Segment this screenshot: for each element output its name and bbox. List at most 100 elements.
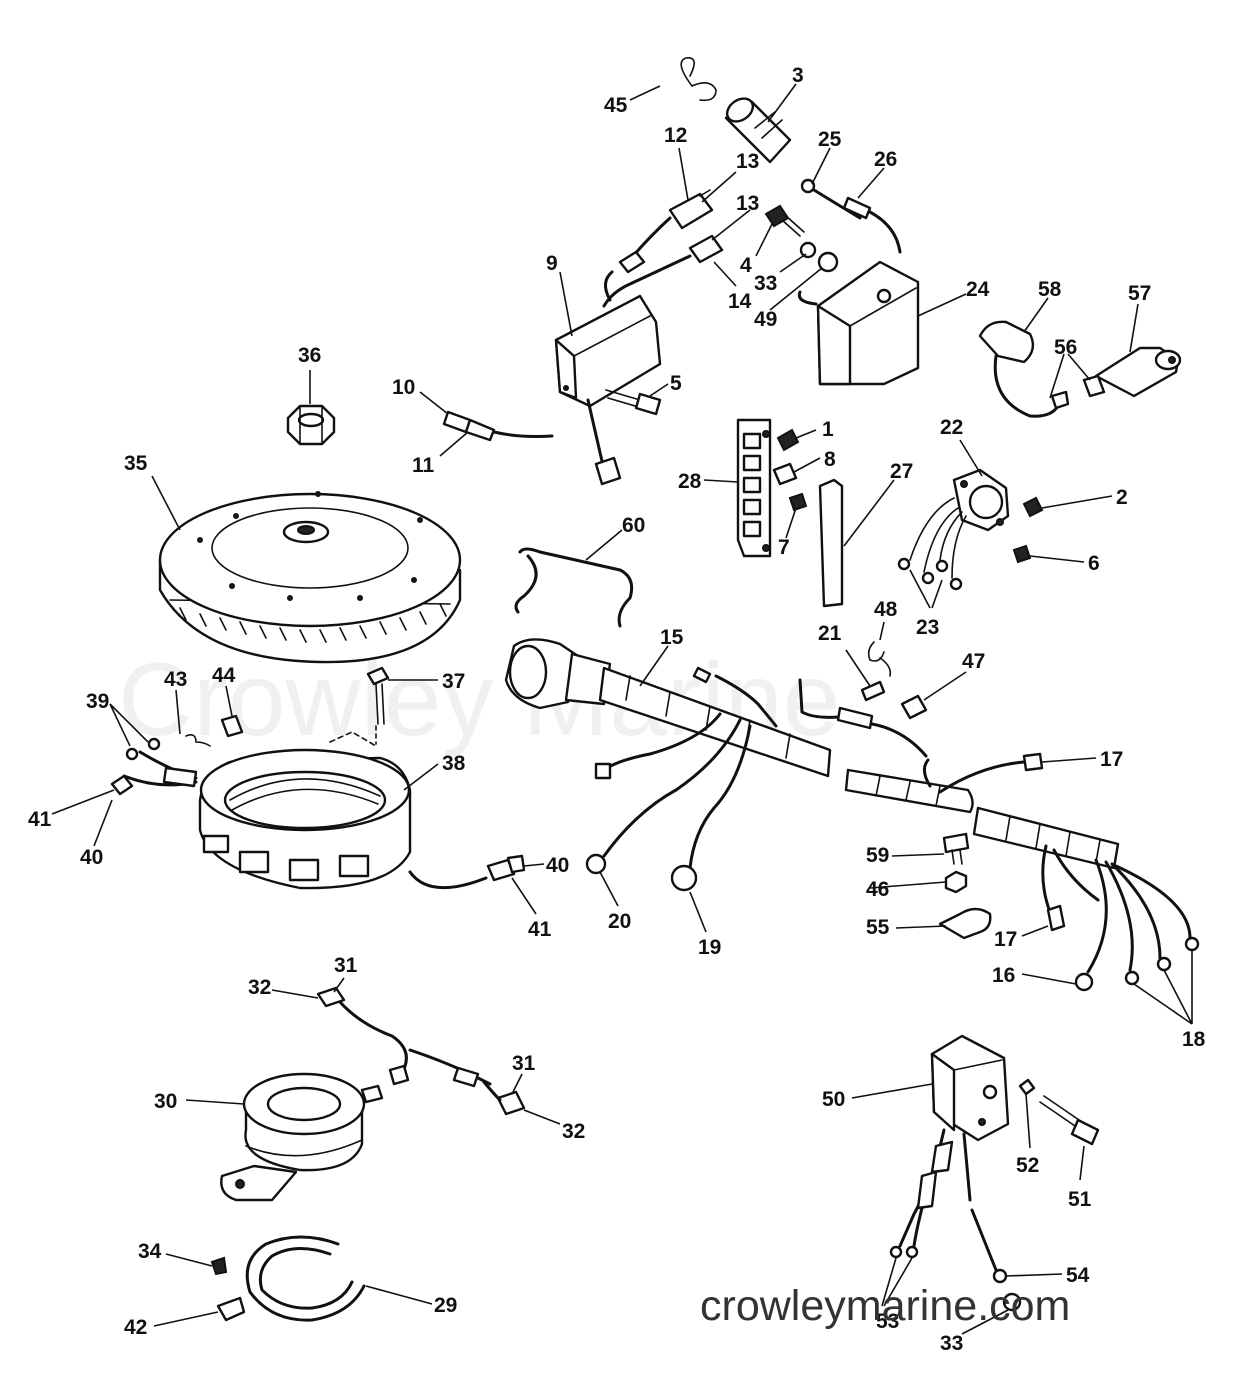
callout-labels: 1 2 3 4 5 6 7 8 9 10 11 12 13 13 14 15 1… [28,64,1206,1355]
callout-10: 10 [392,376,415,399]
part-50-rectifier [889,1034,1010,1284]
part-36-flywheel-nut [286,404,336,446]
part-38-stator [198,748,412,890]
part-24-ignition-coil [797,260,920,386]
callout-41a: 41 [28,808,52,831]
part-45-clip [680,57,717,102]
part-17-harness-section [844,752,1044,814]
part-1-screw [776,428,800,452]
callout-46: 46 [866,878,889,901]
callout-58: 58 [1038,278,1062,301]
part-51-screw [1039,1095,1100,1146]
part-46-nut [944,870,968,894]
callout-31a: 31 [334,954,358,977]
callout-45: 45 [604,94,628,117]
part-3-connector-cap [724,97,792,164]
callout-9: 9 [546,252,558,275]
callout-24: 24 [966,278,990,301]
part-5-screw [605,389,662,416]
callout-49: 49 [754,308,777,331]
callout-2: 2 [1116,486,1128,509]
callout-44: 44 [212,664,236,687]
callout-25: 25 [818,128,842,151]
part-33-lockwasher [799,241,817,259]
callout-40b: 40 [546,854,569,877]
part-12-wire-connector [618,189,714,274]
part-59-screw [942,832,970,865]
callout-18: 18 [1182,1028,1206,1051]
callout-29: 29 [434,1294,457,1317]
callout-59: 59 [866,844,889,867]
callout-42: 42 [124,1316,147,1339]
callout-32b: 32 [562,1120,585,1143]
part-39-stator-leads [110,737,198,796]
part-4-screw [764,204,805,237]
callout-47: 47 [962,650,985,673]
callout-8: 8 [824,448,836,471]
part-48-clip [867,641,892,677]
callout-38: 38 [442,752,466,775]
callout-16: 16 [992,964,1015,987]
part-23-switch-leads [897,497,967,591]
callout-21: 21 [818,622,842,645]
callout-52: 52 [1016,1154,1039,1177]
part-18-harness-end [972,806,1200,992]
part-2-screw [1022,496,1044,518]
callout-33a: 33 [754,272,777,295]
part-42-clip [216,1296,246,1322]
part-6-screw [1012,544,1032,564]
callout-43: 43 [164,668,187,691]
part-60-wire-bracket [514,547,634,628]
part-55-clamp [938,907,992,940]
leader-lines [51,83,1193,1335]
callout-12: 12 [664,124,687,147]
part-34-screw [210,1256,228,1276]
callout-56: 56 [1054,336,1077,359]
callout-28: 28 [678,470,702,493]
part-35-flywheel [158,491,462,664]
part-28-terminal-block [736,418,772,558]
callout-31b: 31 [512,1052,536,1075]
callout-11: 11 [412,454,435,477]
callout-54: 54 [1066,1264,1090,1287]
callout-19: 19 [698,936,721,959]
callout-20: 20 [608,910,631,933]
callout-40a: 40 [80,846,103,869]
part-44-clip [220,714,244,738]
part-9-power-pack [554,270,662,486]
callout-36: 36 [298,344,321,367]
callout-7: 7 [778,536,790,559]
part-27-insulator-bar [818,478,844,608]
callout-15: 15 [660,626,684,649]
callout-3: 3 [792,64,804,87]
part-37-screw [329,666,390,747]
part-22-switch [952,468,1010,532]
part-8-terminal-clip [772,462,798,486]
part-47-fuse-holder [900,694,928,720]
callout-13a: 13 [736,150,759,173]
callout-50: 50 [822,1088,845,1111]
part-14-wire-connector [602,234,724,308]
callout-23: 23 [916,616,939,639]
part-25-26-lead [800,178,902,254]
callout-13b: 13 [736,192,759,215]
part-57-spark-plug-boot [1082,346,1182,398]
callout-14: 14 [728,290,752,313]
callout-1: 1 [822,418,834,441]
part-40-stator-lead [408,854,526,890]
callout-35: 35 [124,452,148,475]
callout-34: 34 [138,1240,162,1263]
part-58-spark-plug-boot [978,320,1070,418]
part-31-pulser-leads [316,986,526,1116]
callout-57: 57 [1128,282,1151,305]
callout-55: 55 [866,916,890,939]
callout-53: 53 [876,1310,899,1333]
callout-26: 26 [874,148,897,171]
callout-60: 60 [622,514,645,537]
part-43-clip [185,734,211,747]
site-label: crowleymarine.com [700,1282,1070,1330]
part-33-lockwasher-lower [1002,1292,1022,1312]
callout-17a: 17 [1100,748,1123,771]
callout-22: 22 [940,416,963,439]
